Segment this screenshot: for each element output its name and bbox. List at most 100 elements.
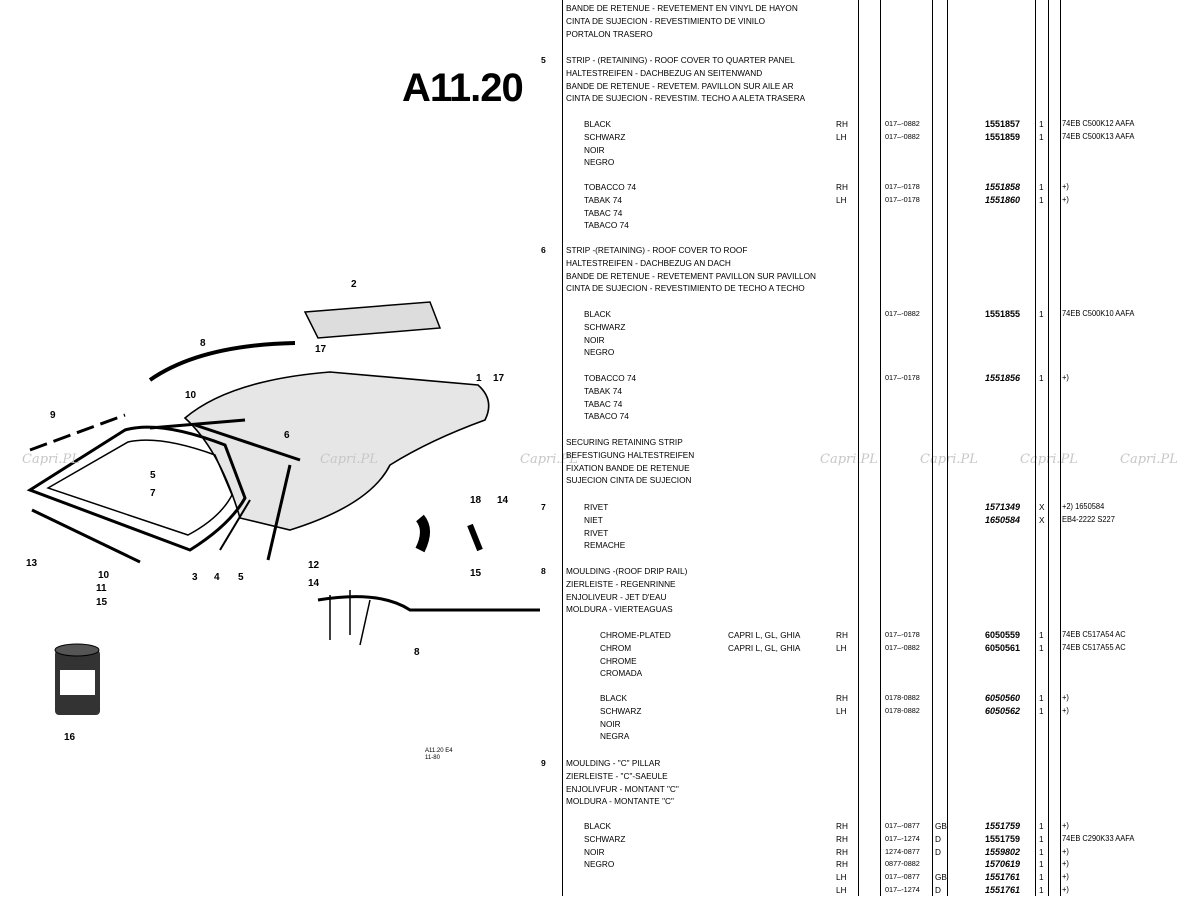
country-cell: D xyxy=(935,885,941,895)
part-number-cell: 1551759 xyxy=(985,820,1021,831)
description-line: FIXATION BANDE DE RETENUE xyxy=(566,462,690,473)
quantity-cell: 1 xyxy=(1039,630,1044,640)
quantity-cell: 1 xyxy=(1039,693,1044,703)
sub-description-line: REMACHE xyxy=(584,540,626,551)
sub-description-line: NEGRO xyxy=(584,347,615,358)
sub-description-line: RIVET xyxy=(584,527,609,538)
quantity-cell: X xyxy=(1039,514,1045,525)
watermark: Capri.PL xyxy=(820,452,878,467)
part-number-cell: 1551860 xyxy=(985,193,1021,205)
quantity-cell: 1 xyxy=(1039,705,1044,716)
quantity-cell: 1 xyxy=(1039,846,1044,857)
description-line: BANDE DE RETENUE - REVETEMENT EN VINYL D… xyxy=(566,3,798,13)
exploded-diagram: 2 8 17 10 1 17 9 5 7 6 13 10 11 15 3 4 5… xyxy=(26,279,540,743)
reference-cell: +) xyxy=(1062,194,1069,204)
side-cell: RH xyxy=(836,182,848,192)
reference-cell: 74EB C517A55 AC xyxy=(1062,642,1126,652)
callout-label: 14 xyxy=(497,495,509,506)
description-line: ENJOLIVEUR - JET D'EAU xyxy=(566,591,667,602)
part-number-cell: 1551857 xyxy=(985,118,1021,129)
sub-description-line: CHROME xyxy=(600,655,637,666)
side-cell: RH xyxy=(836,859,848,870)
sub-description-line: TOBACCO 74 xyxy=(584,373,637,383)
callout-label: 16 xyxy=(64,732,76,743)
part-number-cell: 1551859 xyxy=(985,130,1021,142)
callout-label: 9 xyxy=(50,410,56,421)
quantity-cell: 1 xyxy=(1039,872,1044,883)
side-cell: LH xyxy=(836,131,847,142)
sub-description-line: BLACK xyxy=(584,821,612,831)
callout-label: 17 xyxy=(315,344,327,355)
part-number-cell: 1570619 xyxy=(985,858,1021,870)
callout-label: 10 xyxy=(98,570,110,581)
item-number: 7 xyxy=(541,502,546,512)
watermark: Capri.PL xyxy=(320,452,378,467)
country-cell: D xyxy=(935,833,941,844)
reference-cell: +) xyxy=(1062,846,1069,856)
date-cell: 1274-0877 xyxy=(885,846,920,856)
description-line: STRIP -(RETAINING) - ROOF COVER TO ROOF xyxy=(566,245,748,255)
quantity-cell: 1 xyxy=(1039,885,1044,895)
callout-label: 3 xyxy=(192,572,198,583)
side-cell: LH xyxy=(836,705,847,716)
table-rule xyxy=(947,0,948,896)
quantity-cell: 1 xyxy=(1039,119,1044,129)
reference-cell: EB4-2222 S227 xyxy=(1062,514,1115,524)
model-cell: CAPRI L, GL, GHIA xyxy=(728,642,801,653)
callout-label: 6 xyxy=(284,430,290,441)
callout-label: 4 xyxy=(214,572,220,583)
callout-label: 5 xyxy=(150,470,156,481)
description-line: CINTA DE SUJECION - REVESTIM. TECHO A AL… xyxy=(566,93,806,104)
reference-cell: 74EB C290K33 AAFA xyxy=(1062,833,1135,843)
part-number-cell: 1551761 xyxy=(985,884,1021,895)
description-line: MOULDING - "C" PILLAR xyxy=(566,758,661,768)
country-cell: D xyxy=(935,846,941,857)
sub-description-line: BLACK xyxy=(600,693,628,703)
sub-description-line: TABAK 74 xyxy=(584,194,622,205)
reference-cell: +) xyxy=(1062,821,1069,830)
reference-cell: +) xyxy=(1062,872,1069,882)
watermark: Capri.PL xyxy=(1120,452,1178,467)
side-cell: LH xyxy=(836,872,847,883)
watermark: Capri.PL xyxy=(22,452,80,467)
sub-description-line: NOIR xyxy=(584,846,605,857)
date-cell: 017–-0178 xyxy=(885,373,920,382)
item-number: 5 xyxy=(541,55,546,65)
reference-cell: 74EB C500K10 AAFA xyxy=(1062,309,1135,318)
sub-description-line: NOIR xyxy=(600,718,621,729)
side-cell: RH xyxy=(836,630,848,640)
quantity-cell: 1 xyxy=(1039,833,1044,844)
table-rule xyxy=(562,0,563,896)
quantity-cell: 1 xyxy=(1039,642,1044,653)
date-cell: 017–-0882 xyxy=(885,309,920,318)
sub-description-line: BLACK xyxy=(584,119,612,129)
sub-description-line: CHROM xyxy=(600,642,632,653)
callout-label: 2 xyxy=(351,279,357,290)
description-line: HALTESTREIFEN - DACHBEZUG AN SEITENWAND xyxy=(566,67,763,78)
callout-label: 7 xyxy=(150,488,156,499)
description-line: BANDE DE RETENUE - REVETEM. PAVILLON SUR… xyxy=(566,80,794,91)
description-line: STRIP - (RETAINING) - ROOF COVER TO QUAR… xyxy=(566,55,795,65)
reference-cell: +) xyxy=(1062,373,1069,382)
date-cell: 017–-0178 xyxy=(885,182,920,191)
sub-description-line: BLACK xyxy=(584,309,612,319)
callout-label: 12 xyxy=(308,560,320,571)
part-number-cell: 1559802 xyxy=(985,845,1021,857)
part-number-cell: 1551855 xyxy=(985,308,1021,319)
quantity-cell: X xyxy=(1039,502,1045,512)
callout-label: 14 xyxy=(308,578,320,589)
sub-description-line: NEGRO xyxy=(584,157,615,168)
side-cell: RH xyxy=(836,833,848,844)
description-line: MOLDURA - VIERTEAGUAS xyxy=(566,604,673,615)
quantity-cell: 1 xyxy=(1039,194,1044,205)
description-line: SECURING RETAINING STRIP xyxy=(566,437,683,447)
reference-cell: +) xyxy=(1062,182,1069,191)
side-cell: RH xyxy=(836,693,848,703)
part-number-cell: 1571349 xyxy=(985,501,1021,512)
part-number-cell: 6050562 xyxy=(985,704,1021,716)
part-number-cell: 1650584 xyxy=(985,513,1021,525)
sub-description-line: CHROME-PLATED xyxy=(600,630,671,640)
description-line: BANDE DE RETENUE - REVETEMENT PAVILLON S… xyxy=(566,270,817,281)
date-cell: 017–-0178 xyxy=(885,630,920,639)
date-cell: 017–-0178 xyxy=(885,194,920,204)
